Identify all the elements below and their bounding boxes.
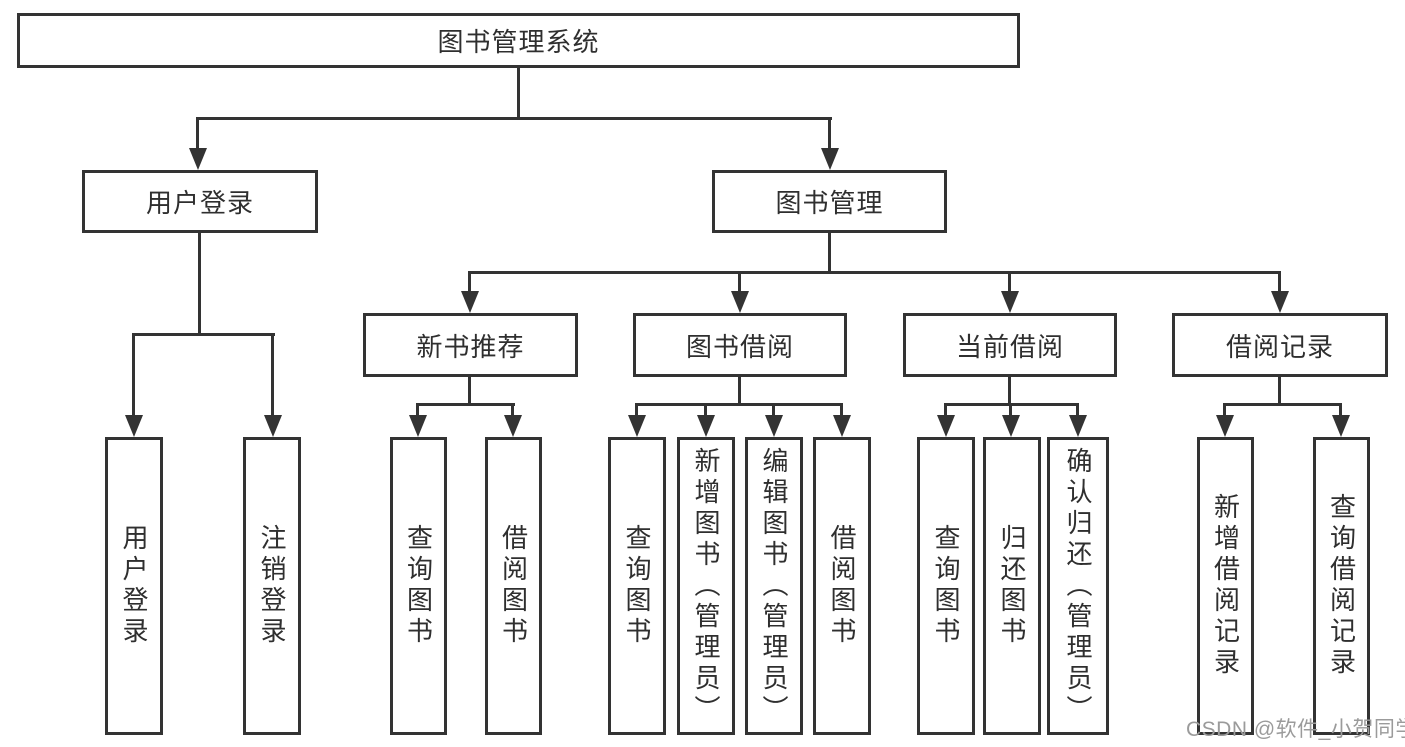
node-book-borrow: 图书借阅: [633, 313, 847, 377]
connector-line: [828, 117, 831, 151]
node-book-management: 图书管理: [712, 170, 947, 233]
connector-line: [517, 66, 520, 118]
arrowhead-icon: [1216, 415, 1234, 437]
arrowhead-icon: [264, 415, 282, 437]
leaf-borrow-query-books: 查询图书: [608, 437, 666, 735]
connector-line: [1008, 375, 1011, 406]
connector-line: [704, 403, 707, 417]
connector-line: [511, 403, 514, 417]
connector-line: [196, 117, 832, 120]
connector-line: [1009, 403, 1012, 417]
leaf-borrow-borrow-books: 借阅图书: [813, 437, 871, 735]
connector-line: [198, 231, 201, 335]
arrowhead-icon: [504, 415, 522, 437]
node-root-library-system: 图书管理系统: [17, 13, 1020, 68]
connector-line: [1278, 271, 1281, 294]
leaf-user-login: 用户登录: [105, 437, 163, 735]
arrowhead-icon: [765, 415, 783, 437]
arrowhead-icon: [1332, 415, 1350, 437]
leaf-borrow-edit-books-admin: 编辑图书（管理员）: [745, 437, 803, 735]
connector-line: [132, 333, 275, 336]
arrowhead-icon: [937, 415, 955, 437]
node-user-login-branch: 用户登录: [82, 170, 318, 233]
arrowhead-icon: [821, 148, 839, 170]
arrowhead-icon: [1271, 291, 1289, 313]
connector-line: [635, 403, 843, 406]
leaf-newbook-query-books: 查询图书: [390, 437, 447, 735]
arrowhead-icon: [1002, 415, 1020, 437]
connector-line: [1223, 403, 1226, 417]
node-new-book-recommend: 新书推荐: [363, 313, 578, 377]
node-borrow-records: 借阅记录: [1172, 313, 1388, 377]
connector-line: [196, 117, 199, 151]
arrowhead-icon: [731, 291, 749, 313]
connector-line: [635, 403, 638, 417]
arrowhead-icon: [125, 415, 143, 437]
leaf-records-query-record: 查询借阅记录: [1313, 437, 1370, 735]
connector-line: [468, 271, 471, 294]
arrowhead-icon: [833, 415, 851, 437]
connector-line: [1076, 403, 1079, 417]
connector-line: [738, 271, 741, 294]
connector-line: [271, 333, 274, 417]
connector-line: [828, 231, 831, 273]
node-current-borrow: 当前借阅: [903, 313, 1117, 377]
connector-line: [1278, 375, 1281, 406]
connector-line: [132, 333, 135, 417]
leaf-current-return-books: 归还图书: [983, 437, 1041, 735]
leaf-records-add-record: 新增借阅记录: [1197, 437, 1254, 735]
connector-line: [416, 403, 515, 406]
leaf-current-query-books: 查询图书: [917, 437, 975, 735]
leaf-newbook-borrow-books: 借阅图书: [485, 437, 542, 735]
arrowhead-icon: [1069, 415, 1087, 437]
connector-line: [1223, 403, 1342, 406]
connector-line: [1339, 403, 1342, 417]
arrowhead-icon: [409, 415, 427, 437]
connector-line: [468, 271, 1281, 274]
connector-line: [468, 375, 471, 406]
connector-line: [738, 375, 741, 406]
leaf-current-confirm-return-admin: 确认归还（管理员）: [1047, 437, 1109, 735]
connector-line: [944, 403, 947, 417]
leaf-borrow-add-books-admin: 新增图书（管理员）: [677, 437, 735, 735]
arrowhead-icon: [628, 415, 646, 437]
connector-line: [416, 403, 419, 417]
connector-line: [772, 403, 775, 417]
arrowhead-icon: [189, 148, 207, 170]
csdn-watermark: CSDN @软件_小贺同学: [1186, 718, 1405, 741]
leaf-logout: 注销登录: [243, 437, 301, 735]
arrowhead-icon: [1001, 291, 1019, 313]
connector-line: [1008, 271, 1011, 294]
arrowhead-icon: [461, 291, 479, 313]
connector-line: [840, 403, 843, 417]
arrowhead-icon: [697, 415, 715, 437]
